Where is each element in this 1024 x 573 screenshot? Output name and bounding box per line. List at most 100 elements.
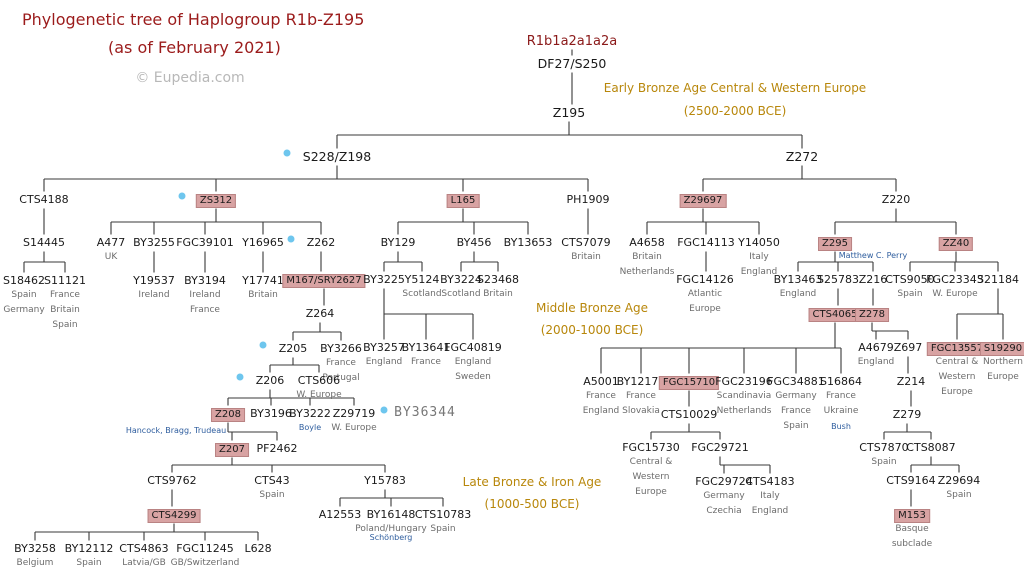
node-by13641-region: France [411,356,441,367]
node-z206: Z206 [255,373,285,387]
node-fgc13557-region: Western [938,371,976,382]
node-s11121-region: Spain [52,319,78,330]
node-s16864: S16864 [820,374,862,388]
node-fgc15730-region: Western [632,471,670,482]
node-fgc11245-region: GB/Switzerland [170,557,240,568]
node-s18462-region: Spain [11,289,37,300]
node-l628: L628 [244,541,272,555]
node-ph1909: PH1909 [566,192,610,206]
node-y15783: Y15783 [364,473,406,487]
node-m153-region: subclade [891,538,933,549]
node-m167: M167/SRY2627 [282,273,366,288]
node-fgc14126-region: Atlantic [687,288,723,299]
node-l165: L165 [446,193,480,208]
node-cts10029: CTS10029 [660,407,718,421]
node-y14050-region: England [740,266,778,277]
node-z29694: Z29694 [937,473,981,487]
node-by3222-famous: Boyle [298,423,322,432]
node-s11121: S11121 [44,273,86,287]
node-cts4863-region: Latvia/GB [122,557,166,568]
node-cts4183-region: Italy [760,490,780,501]
node-z697: Z697 [893,340,923,354]
node-z195: Z195 [552,104,586,120]
node-fgc34881: FGC34881 [767,374,825,388]
node-fgc11245: FGC11245 [176,541,234,555]
node-y14050-region: Italy [749,251,769,262]
node-y19537-region: Ireland [138,289,170,300]
chart-date: (as of February 2021) [108,38,281,57]
node-z29719: Z29719 [332,406,376,420]
node-by3266: BY3266 [320,341,362,355]
node-y5124: Y5124 [404,272,440,286]
node-by3224-region: Scotland [441,288,481,299]
node-fgc34881-region: Germany [775,390,817,401]
node-by12171-region: France [626,390,656,401]
node-by3266-region: Portugal [322,372,360,383]
node-fgc23196-region: Scandinavia [716,390,772,401]
node-a477: A477 [96,235,126,249]
node-cts43: CTS43 [254,473,290,487]
marker-dot-zs312 [178,192,186,200]
node-y17741-region: Britain [248,289,278,300]
node-by3255: BY3255 [133,235,175,249]
node-by16148: BY16148 [366,507,416,521]
node-cts7870-region: Spain [871,456,897,467]
node-fgc13557-region: Europe [941,386,973,397]
node-s16864-region: France [826,390,856,401]
node-zz40: ZZ40 [938,236,974,251]
node-cts4065: CTS4065 [808,307,862,322]
node-by3257: BY3257 [363,340,405,354]
node-s19290-region: Europe [987,371,1019,382]
node-cts9762: CTS9762 [147,473,197,487]
node-by12112-region: Spain [76,557,102,568]
node-a477-region: UK [104,251,118,262]
node-fgc40819-region: Sweden [455,371,491,382]
node-fgc14113: FGC14113 [677,235,735,249]
node-z208-famous: Hancock, Bragg, Trudeau [125,426,227,435]
node-cts7079-region: Britain [571,251,601,262]
node-by3194-region: France [190,304,220,315]
marker-dot-z29719 [380,406,388,414]
node-cts10783: CTS10783 [414,507,472,521]
node-cts43-region: Spain [259,489,285,500]
node-s18462-region: Germany [3,304,45,315]
node-a4658: A4658 [629,235,665,249]
node-z29697: Z29697 [679,193,727,208]
node-z214: Z214 [896,374,926,388]
node-s16864-region: Ukraine [823,405,859,416]
node-r1b: R1b1a2a1a2a [526,33,618,49]
node-fgc23343-region: W. Europe [932,288,978,299]
node-by16148-region: Poland/Hungary [355,523,427,534]
marker-dot-z206 [236,373,244,381]
node-by13641: BY13641 [401,340,451,354]
node-z272: Z272 [785,148,819,164]
node-y17741: Y17741 [242,273,284,287]
handwritten-note: BY36344 [394,405,456,420]
node-z279: Z279 [892,407,922,421]
node-fgc34881-region: France [781,405,811,416]
node-y19537: Y19537 [133,273,175,287]
node-by129: BY129 [380,235,416,249]
marker-dot-s228 [283,149,291,157]
node-fgc40819-region: England [454,356,492,367]
node-by3194: BY3194 [184,273,226,287]
node-m153: M153 [894,508,930,523]
marker-dot-z205 [259,341,267,349]
node-z295-famous: Matthew C. Perry [838,251,908,260]
node-fgc15730-region: Europe [635,486,667,497]
node-fgc15730-region: Central & [629,456,673,467]
node-by3266-region: France [326,357,356,368]
node-cts4299: CTS4299 [147,508,201,523]
node-z216: Z216 [858,272,888,286]
node-z262: Z262 [306,235,336,249]
node-cts7870: CTS7870 [859,440,909,454]
node-by456: BY456 [456,235,492,249]
node-a4658-region: Netherlands [619,266,675,277]
node-s16864-famous: Bush [831,422,851,431]
node-fgc29721: FGC29721 [691,440,749,454]
node-z295: Z295 [818,236,852,251]
node-fgc23196-region: Netherlands [716,405,772,416]
node-s18462: S18462 [3,273,45,287]
